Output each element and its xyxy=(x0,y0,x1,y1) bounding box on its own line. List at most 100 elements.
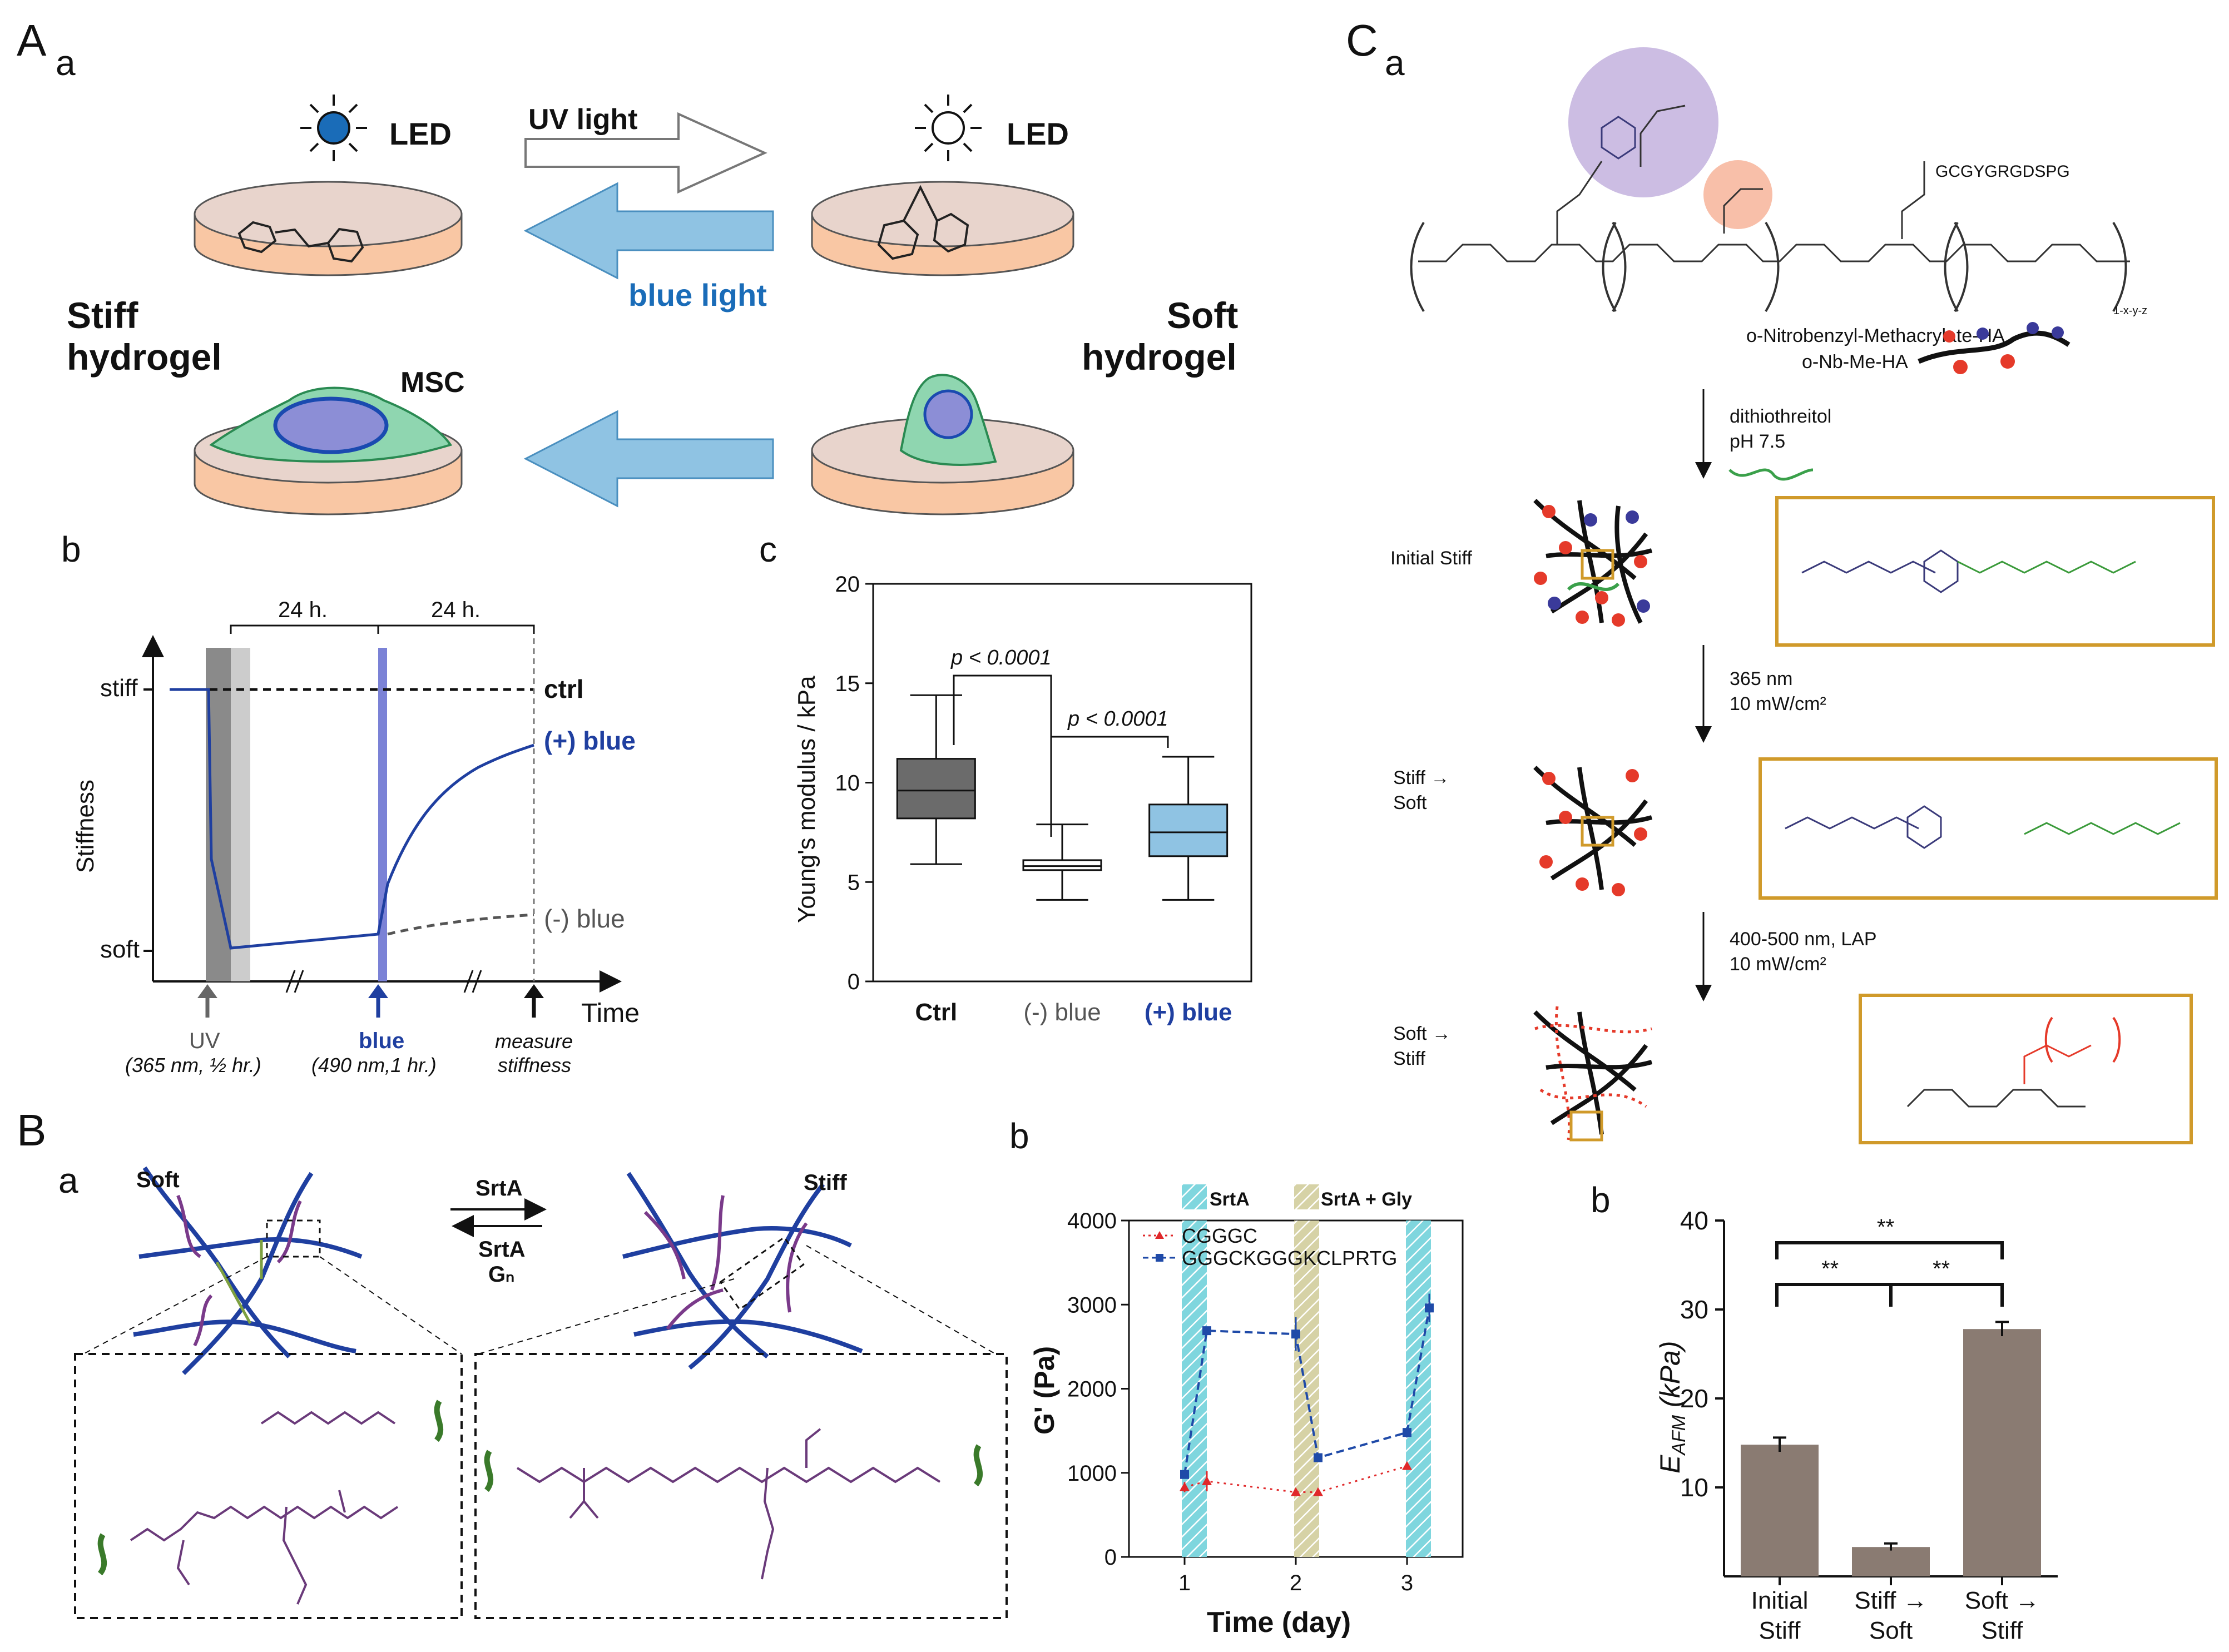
bb-point xyxy=(1180,1470,1189,1479)
ac-category-label: (+) blue xyxy=(1145,999,1232,1026)
stiff-hydrogel-2: hydrogel xyxy=(67,336,222,378)
bb-band-srta-2 xyxy=(1406,1221,1431,1557)
bb-band-srta-1 xyxy=(1182,1221,1207,1557)
bb-series-line xyxy=(1183,1307,1430,1475)
bb-top-band-1 xyxy=(1182,1184,1207,1209)
blue-arrow-bottom xyxy=(523,410,774,508)
methacrylate-highlight xyxy=(1703,160,1772,229)
ca-subscript: 1-x-y-z xyxy=(2113,305,2147,317)
cb-bar xyxy=(1852,1547,1930,1576)
soft-hydrogel-2: hydrogel xyxy=(1082,336,1237,378)
ab-soft: soft xyxy=(100,936,140,963)
panel-letter-Ca: a xyxy=(1385,43,1405,83)
panel-letter-Ab: b xyxy=(61,529,81,569)
cb-category-label: Stiff xyxy=(1759,1617,1801,1644)
panel-letter-Cb: b xyxy=(1591,1180,1611,1220)
ab-stiff: stiff xyxy=(100,674,138,702)
ba-srta-top: SrtA xyxy=(475,1176,522,1200)
cb-ytick-label: 10 xyxy=(1680,1473,1708,1502)
ab-24h-b: 24 h. xyxy=(431,598,481,622)
polymer-icon xyxy=(1918,322,2071,374)
bb-xtick-label: 1 xyxy=(1178,1571,1191,1595)
panel-letter-Aa: a xyxy=(56,43,76,83)
gel-restiffened xyxy=(1533,1006,1653,1142)
panel-letter-Bb: b xyxy=(1009,1116,1029,1156)
bb-band1-label: SrtA xyxy=(1210,1189,1250,1210)
msc-label: MSC xyxy=(400,366,465,399)
cb-category-label: Soft xyxy=(1869,1617,1913,1644)
cb-bar xyxy=(1963,1329,2041,1576)
azobenzene-trans xyxy=(237,221,364,263)
peptide-left xyxy=(97,1400,444,1605)
ac-category-label: (-) blue xyxy=(1023,999,1101,1026)
ca-step2-2: 10 mW/cm² xyxy=(1730,693,1826,715)
ab-blue: blue xyxy=(359,1029,404,1053)
line-plus-blue xyxy=(170,688,534,950)
ca-struct-box-2 xyxy=(1759,757,2218,900)
ac-p2: p < 0.0001 xyxy=(1067,707,1168,731)
blue-arrow xyxy=(523,182,774,280)
cb-category-label: Stiff xyxy=(1981,1617,2023,1644)
dish-soft-top xyxy=(811,181,1074,276)
ca-struct-box-3 xyxy=(1859,994,2193,1144)
cb-sig-bracket-1 xyxy=(1775,1241,2004,1259)
ac-box xyxy=(896,758,976,820)
bb-series xyxy=(1180,1293,1434,1496)
led-icon xyxy=(300,95,367,161)
ac-box xyxy=(1148,803,1229,857)
bb-series-line xyxy=(1184,1465,1408,1494)
gel-initial xyxy=(1533,499,1653,624)
ab-blue-sub: (490 nm,1 hr.) xyxy=(311,1054,437,1076)
bb-xlabel: Time (day) xyxy=(1207,1606,1351,1639)
ac-ytick-label: 0 xyxy=(848,970,860,994)
dish-soft-cell xyxy=(811,374,1074,515)
line-minus-blue xyxy=(387,913,534,936)
ca-name2: o-Nb-Me-HA xyxy=(1802,351,1908,373)
stiff-hydrogel-1: Stiff xyxy=(67,295,138,336)
ac-p1: p < 0.0001 xyxy=(950,646,1052,669)
bb-point xyxy=(1402,1461,1412,1470)
ba-srta-bot: SrtA xyxy=(478,1237,525,1262)
cb-category-label: Initial xyxy=(1751,1587,1809,1614)
ac-ytick-label: 10 xyxy=(835,771,860,796)
bb-xtick-label: 3 xyxy=(1401,1571,1413,1595)
led-label-left: LED xyxy=(389,116,452,151)
bb-legend-label: GGGCKGGGKCLPRTG xyxy=(1182,1247,1397,1269)
bb-ytick-label: 3000 xyxy=(1067,1293,1117,1317)
panel-letter-A: A xyxy=(17,16,47,65)
bb-point xyxy=(1403,1428,1411,1437)
ab-measure-2: stiffness xyxy=(498,1054,571,1076)
bb-point xyxy=(1291,1487,1301,1496)
nucleus-spread xyxy=(273,396,389,454)
ca-step1-1: dithiothreitol xyxy=(1730,406,1831,427)
cb-category-label: Soft → xyxy=(1965,1587,2040,1614)
ca-step2-1: 365 nm xyxy=(1730,668,1792,689)
ab-24h-a: 24 h. xyxy=(278,598,328,622)
ab-uv: UV xyxy=(189,1029,220,1053)
chart-Ab xyxy=(142,624,622,1018)
ca-peptide: GCGYGRGDSPG xyxy=(1935,162,2070,181)
ac-box xyxy=(1022,859,1102,871)
ab-minus-blue: (-) blue xyxy=(544,904,625,933)
panel-letter-Ba: a xyxy=(58,1160,78,1200)
bb-ytick-label: 2000 xyxy=(1067,1377,1117,1402)
ca-soft-stiff-1: Soft → xyxy=(1393,1023,1451,1044)
cb-ytick-label: 30 xyxy=(1680,1295,1708,1324)
ca-struct-1 xyxy=(1801,549,2136,593)
ca-initial-stiff: Initial Stiff xyxy=(1390,548,1472,569)
ca-stiff-soft-1: Stiff → xyxy=(1393,767,1449,788)
blue-light-label: blue light xyxy=(628,277,767,312)
ca-struct-2 xyxy=(1785,805,2181,849)
panel-letter-B: B xyxy=(17,1105,46,1155)
bb-ytick-label: 1000 xyxy=(1067,1461,1117,1486)
cb-bar xyxy=(1741,1445,1819,1576)
cb-ytick-label: 20 xyxy=(1680,1384,1708,1413)
ac-bracket-2 xyxy=(1050,736,1169,820)
ha-backbone xyxy=(1410,105,2130,312)
bb-legend-label: CGGGC xyxy=(1182,1224,1257,1247)
led-label-right: LED xyxy=(1007,116,1069,151)
ab-plus-blue: (+) blue xyxy=(544,726,636,755)
